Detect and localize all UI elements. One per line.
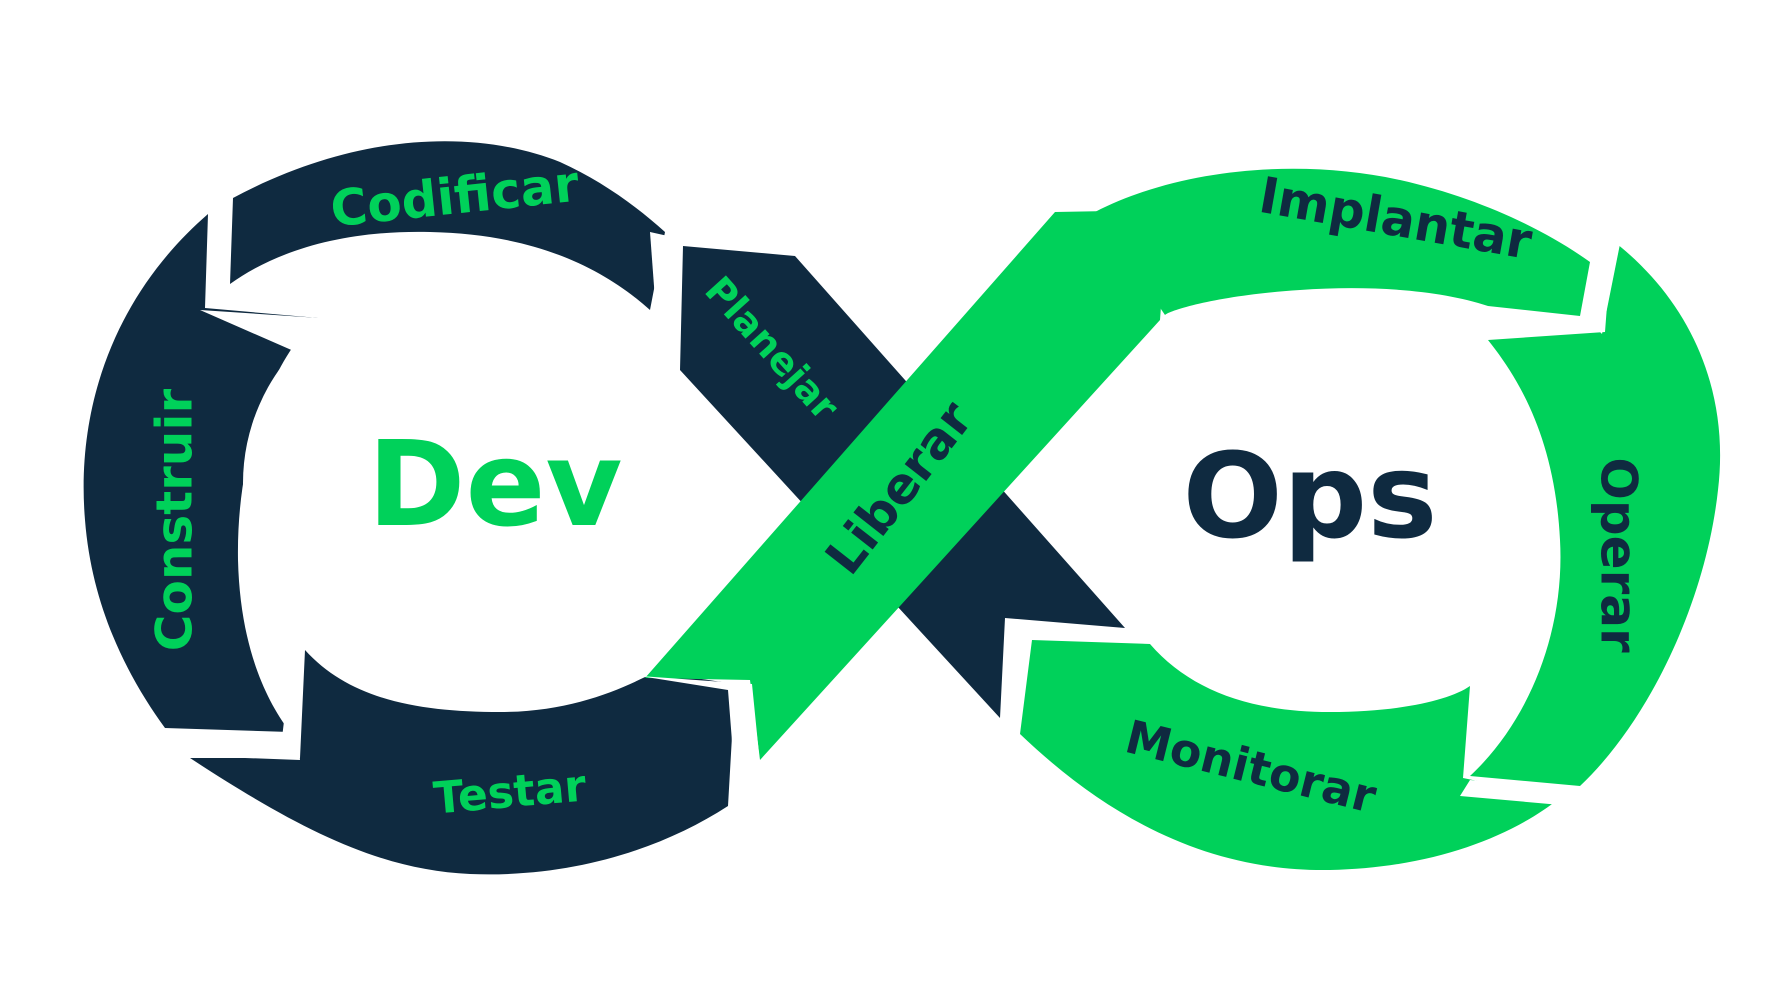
label-dev: Dev [368, 415, 623, 553]
label-construir: Construir [146, 388, 204, 651]
codificar-segment [230, 141, 665, 310]
liberar-band [640, 210, 1168, 780]
center-labels: Dev Ops [368, 415, 1438, 565]
label-ops: Ops [1182, 427, 1437, 565]
implantar-segment [1095, 168, 1590, 316]
operar-segment [1470, 240, 1721, 786]
testar-segment [190, 650, 735, 875]
construir-segment [83, 214, 318, 732]
ops-inner-hole [1118, 295, 1542, 705]
liberar-segment [645, 210, 1168, 760]
dev-inner-hole [243, 280, 667, 686]
ops-loop [1020, 168, 1721, 871]
label-operar: Operar [1590, 457, 1648, 653]
monitorar-segment [1020, 640, 1560, 871]
